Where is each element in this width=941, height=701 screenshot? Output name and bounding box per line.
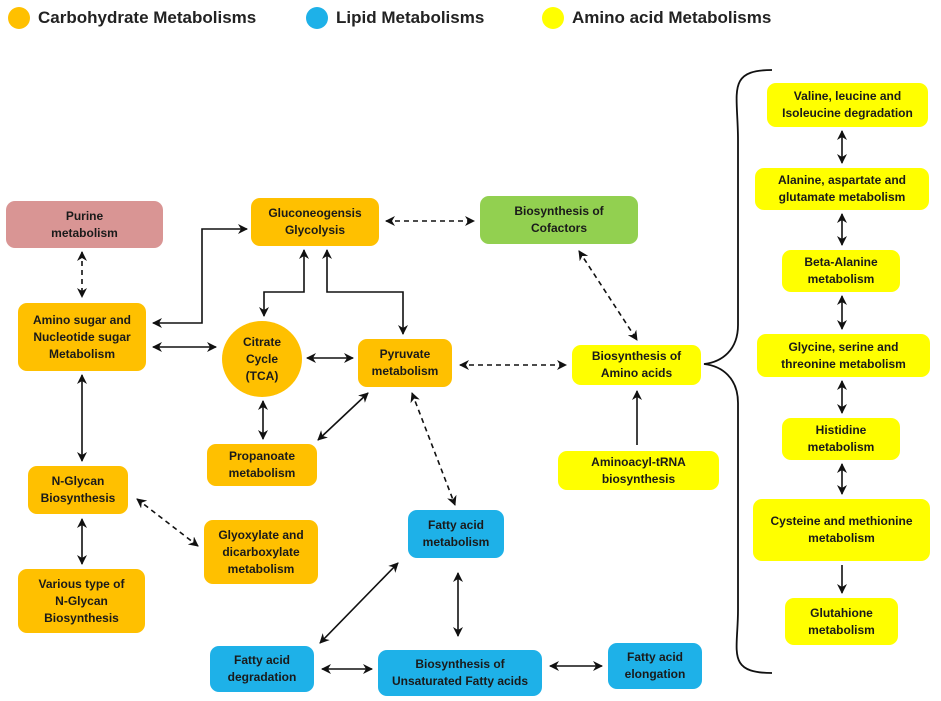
edge-gluconeo-tca [259, 249, 309, 317]
legend-dot-amino-acid [542, 7, 564, 29]
node-fatty-acid-metabolism: Fatty acid metabolism [408, 510, 504, 558]
legend-item-amino-acid: Amino acid Metabolisms [542, 6, 771, 30]
node-purine-metabolism: Purine metabolism [6, 201, 163, 248]
node-various-n-glycan: Various type of N-Glycan Biosynthesis [18, 569, 145, 633]
node-citrate-cycle-tca: Citrate Cycle (TCA) [222, 321, 302, 397]
legend-label-amino-acid: Amino acid Metabolisms [572, 8, 772, 27]
node-unsaturated-fatty-acids: Biosynthesis of Unsaturated Fatty acids [378, 650, 542, 696]
node-gluconeogenesis-glycolysis: Gluconeogensis Glycolysis [251, 198, 379, 246]
node-fatty-acid-elongation: Fatty acid elongation [608, 643, 702, 689]
node-beta-alanine-metabolism: Beta-Alanine metabolism [782, 250, 900, 292]
legend-label-lipid: Lipid Metabolisms [336, 8, 485, 27]
node-pyruvate-metabolism: Pyruvate metabolism [358, 339, 452, 387]
legend-dot-lipid [306, 7, 328, 29]
node-cysteine-methionine: Cysteine and methionine metabolism [753, 499, 930, 561]
edge-nglycan-glyoxylate [136, 498, 199, 547]
legend-item-lipid: Lipid Metabolisms [306, 6, 484, 30]
node-glycine-serine-threonine: Glycine, serine and threonine metabolism [757, 334, 930, 377]
node-biosynthesis-cofactors: Biosynthesis of Cofactors [480, 196, 638, 244]
node-fatty-acid-degradation: Fatty acid degradation [210, 646, 314, 692]
node-glutathione-metabolism: Glutahione metabolism [785, 598, 898, 645]
node-aminoacyl-trna-biosynthesis: Aminoacyl-tRNA biosynthesis [558, 451, 719, 490]
legend-dot-carbohydrate [8, 7, 30, 29]
node-biosynthesis-amino-acids: Biosynthesis of Amino acids [572, 345, 701, 385]
edge-propanoate-pyruvate [317, 392, 369, 441]
node-propanoate-metabolism: Propanoate metabolism [207, 444, 317, 486]
edge-cofactors-bioamino [578, 250, 638, 341]
edge-gluconeo-pyruvate [322, 249, 408, 335]
edge-bioamino-amino-acid-group [703, 69, 773, 674]
node-amino-sugar-metabolism: Amino sugar and Nucleotide sugar Metabol… [18, 303, 146, 371]
node-valine-leucine-isoleucine: Valine, leucine and Isoleucine degradati… [767, 83, 928, 127]
edge-fattyacid-fadegradation [319, 562, 399, 644]
legend-item-carbohydrate: Carbohydrate Metabolisms [8, 6, 256, 30]
node-glyoxylate-dicarboxylate: Glyoxylate and dicarboxylate metabolism [204, 520, 318, 584]
node-histidine-metabolism: Histidine metabolism [782, 418, 900, 460]
edge-aminosugar-gluconeo [152, 224, 248, 328]
legend-label-carbohydrate: Carbohydrate Metabolisms [38, 8, 257, 27]
node-alanine-aspartate-glutamate: Alanine, aspartate and glutamate metabol… [755, 168, 929, 210]
node-n-glycan-biosynthesis: N-Glycan Biosynthesis [28, 466, 128, 514]
edge-pyruvate-fattyacid [410, 392, 457, 506]
